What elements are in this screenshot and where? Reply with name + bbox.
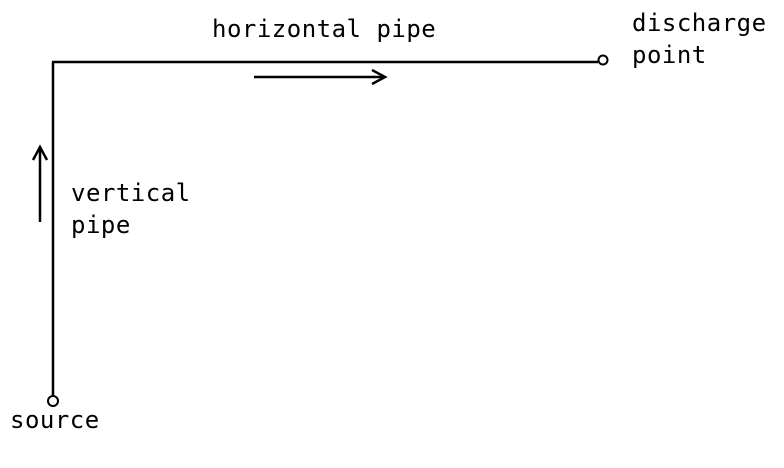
discharge-point-label-line2: point <box>632 41 707 69</box>
discharge-point-label-line1: discharge <box>632 9 767 37</box>
horizontal-pipe-label: horizontal pipe <box>212 15 437 43</box>
source-label: source <box>10 406 100 434</box>
vertical-pipe-label-line1: vertical <box>71 179 191 207</box>
horizontal-flow-arrow <box>254 68 388 86</box>
source-marker <box>47 395 59 407</box>
vertical-pipe-label-line2: pipe <box>71 211 131 239</box>
discharge-point-marker <box>597 54 609 66</box>
vertical-flow-arrow <box>31 144 49 222</box>
